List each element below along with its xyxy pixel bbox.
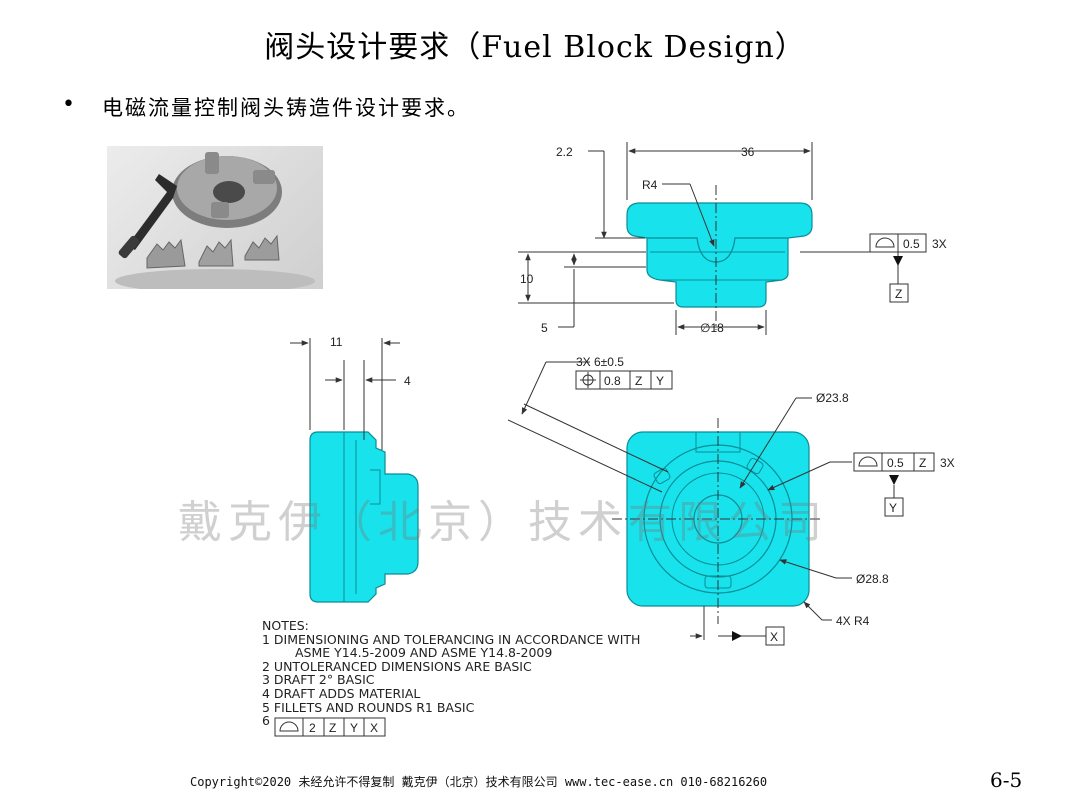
note6-ref-z: Z xyxy=(329,721,336,735)
watermark: 戴克伊（北京）技术有限公司 xyxy=(178,497,828,548)
datum-y: Y xyxy=(889,501,897,515)
dim-4: 4 xyxy=(404,374,411,388)
datum-x: X xyxy=(770,630,778,644)
note-1: 1 DIMENSIONING AND TOLERANCING IN ACCORD… xyxy=(262,631,641,647)
hole-callout: 3X 6±0.5 xyxy=(576,355,624,369)
fcf-profile-value-front: 0.5 xyxy=(887,456,904,470)
bullet-symbol: • xyxy=(62,92,75,117)
fcf-profile-count-front: 3X xyxy=(940,456,955,470)
fcf-position-ref-y: Y xyxy=(656,374,664,388)
note6-ref-y: Y xyxy=(350,721,358,735)
notes-heading: NOTES: xyxy=(262,618,309,633)
note6-value: 2 xyxy=(309,721,316,735)
dim-36: 36 xyxy=(741,145,755,159)
fcf-profile-ref-front: Z xyxy=(919,456,926,470)
note-2: 2 UNTOLERANCED DIMENSIONS ARE BASIC xyxy=(262,658,532,674)
fcf-position-value: 0.8 xyxy=(604,374,621,388)
bullet-text: 电磁流量控制阀头铸造件设计要求。 xyxy=(102,96,470,120)
note-6: 6 xyxy=(262,713,270,729)
page-number: 6-5 xyxy=(990,768,1023,792)
fcf-profile-value-top: 0.5 xyxy=(903,237,920,251)
top-view-part xyxy=(626,202,813,308)
note6-ref-x: X xyxy=(370,721,378,735)
lathe-chuck-photo xyxy=(107,146,323,289)
dim-r4: R4 xyxy=(642,178,658,192)
dim-5: 5 xyxy=(541,321,548,335)
notes-block: NOTES: 1 DIMENSIONING AND TOLERANCING IN… xyxy=(262,619,640,728)
note-5: 5 FILLETS AND ROUNDS R1 BASIC xyxy=(262,699,475,715)
page-title: 阀头设计要求（Fuel Block Design） xyxy=(264,30,806,65)
side-view-part xyxy=(309,431,419,603)
dim-2-2: 2.2 xyxy=(556,145,573,159)
dim-dia-23-8: Ø23.8 xyxy=(816,391,849,405)
note-4: 4 DRAFT ADDS MATERIAL xyxy=(262,685,421,701)
dim-10: 10 xyxy=(520,272,534,286)
dim-11: 11 xyxy=(330,335,343,349)
dim-dia-18: ∅18 xyxy=(700,321,724,335)
fcf-position-ref-z: Z xyxy=(635,374,642,388)
datum-z: Z xyxy=(895,287,902,301)
footer-copyright: Copyright©2020 未经允许不得复制 戴克伊（北京）技术有限公司 ww… xyxy=(190,775,768,789)
fcf-profile-count-top: 3X xyxy=(932,237,947,251)
note-1-cont: ASME Y14.5-2009 AND ASME Y14.8-2009 xyxy=(295,645,553,661)
dim-4x-r4: 4X R4 xyxy=(836,614,870,628)
note-3: 3 DRAFT 2° BASIC xyxy=(262,672,375,688)
dim-dia-28-8: Ø28.8 xyxy=(856,572,889,586)
